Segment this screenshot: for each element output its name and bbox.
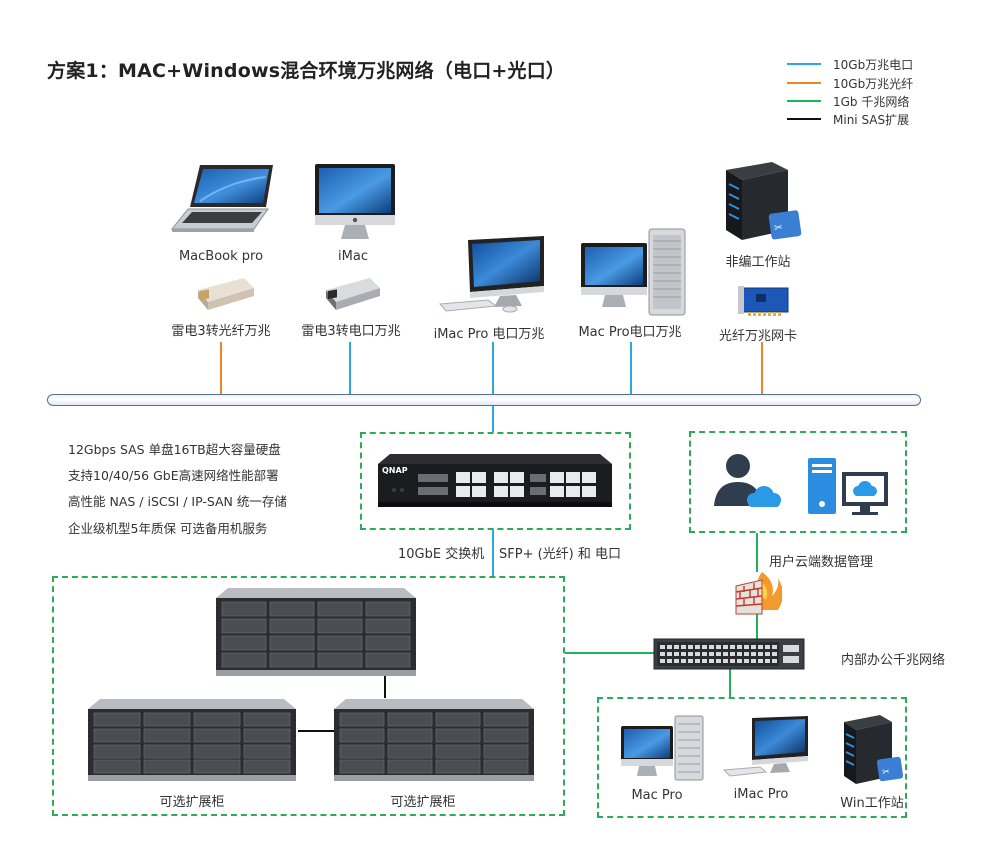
legend-swatch — [787, 118, 821, 120]
macbook-icon — [170, 165, 273, 232]
feature-line: 高性能 NAS / iSCSI / IP-SAN 统一存储 — [68, 494, 287, 509]
legend-swatch — [787, 100, 821, 102]
office-imac-pro-label: iMac Pro — [733, 787, 789, 802]
switch-label: 10GbE 交换机 — [398, 547, 485, 562]
macbook-label: MacBook pro — [178, 249, 264, 264]
thunderbolt-fiber-adapter-icon — [198, 278, 254, 310]
feature-line: 企业级机型5年质保 可选备用机服务 — [68, 521, 268, 536]
svg-text:✂: ✂ — [882, 767, 891, 778]
imac-pro-icon — [438, 236, 544, 313]
imac-icon — [315, 164, 395, 239]
legend-label: 10Gb万兆光纤 — [833, 76, 914, 91]
mac-pro-label: Mac Pro电口万兆 — [578, 325, 682, 340]
win-workstation-label: Win工作站 — [840, 796, 904, 811]
10gbe-switch-icon — [378, 454, 612, 507]
legend-item-mini-sas: Mini SAS扩展 — [787, 111, 909, 127]
network-backbone-bus — [47, 394, 921, 406]
cloud-group-box — [689, 431, 907, 533]
workstation-label: 非编工作站 — [725, 255, 791, 270]
imac-label: iMac — [338, 249, 368, 264]
feature-line: 12Gbps SAS 单盘16TB超大容量硬盘 — [68, 442, 281, 457]
mac-pro-icon — [581, 228, 686, 316]
adapter-fiber-label: 雷电3转光纤万兆 — [171, 324, 271, 339]
office-mac-pro-label: Mac Pro — [631, 788, 683, 803]
legend-label: 10Gb万兆电口 — [833, 57, 914, 72]
gigabit-switch-icon — [653, 638, 805, 670]
expansion-unit-right-icon — [334, 699, 534, 781]
win-workstation-icon: ✂ — [844, 715, 904, 784]
switch-port-label: SFP+ (光纤) 和 电口 — [499, 547, 622, 562]
computer-cloud-icon — [808, 458, 888, 515]
legend-label: 1Gb 千兆网络 — [833, 94, 910, 109]
office-group-box — [597, 697, 907, 818]
expansion-unit-left-icon — [88, 699, 296, 781]
legend-swatch — [787, 82, 821, 84]
legend-item-10gb-copper: 10Gb万兆电口 — [787, 56, 913, 72]
imac-pro-label: iMac Pro 电口万兆 — [433, 327, 545, 342]
fiber-nic-label: 光纤万兆网卡 — [718, 329, 798, 344]
legend-swatch — [787, 63, 821, 65]
storage-group-box — [52, 576, 565, 816]
office-mac-pro-icon — [621, 715, 704, 781]
expansion-left-label: 可选扩展柜 — [159, 795, 225, 810]
switch-brand-logo: QNAP — [382, 466, 408, 475]
diagram-title: 方案1：MAC+Windows混合环境万兆网络（电口+光口） — [47, 60, 566, 82]
adapter-copper-label: 雷电3转电口万兆 — [301, 324, 401, 339]
legend-label: Mini SAS扩展 — [833, 112, 910, 127]
workstation-server-icon: ✂ — [726, 162, 802, 240]
svg-text:✂: ✂ — [774, 222, 784, 234]
legend-item-10gb-fiber: 10Gb万兆光纤 — [787, 75, 913, 91]
fiber-nic-icon — [738, 286, 789, 316]
feature-line: 支持10/40/56 GbE高速网络性能部署 — [68, 468, 279, 483]
office-imac-pro-icon — [722, 716, 808, 777]
expansion-right-label: 可选扩展柜 — [390, 795, 456, 810]
thunderbolt-copper-adapter-icon — [326, 278, 380, 310]
nas-main-icon — [216, 588, 416, 676]
switch-group-box — [360, 432, 631, 530]
firewall-icon — [735, 572, 782, 615]
cloud-label: 用户云端数据管理 — [769, 555, 874, 570]
user-cloud-icon — [714, 454, 781, 507]
office-network-label: 内部办公千兆网络 — [841, 653, 946, 668]
legend-item-1gb: 1Gb 千兆网络 — [787, 93, 909, 109]
